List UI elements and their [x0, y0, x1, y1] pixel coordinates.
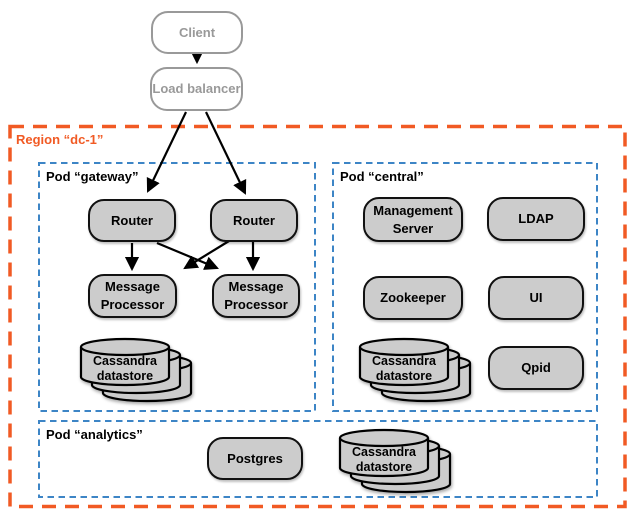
database-cylinder-icon	[358, 337, 472, 403]
management-server-line2: Server	[392, 220, 434, 236]
client-label: Client	[178, 24, 216, 40]
database-cylinder-icon	[79, 337, 193, 403]
cassandra-gateway-line1: Cassandra	[93, 354, 158, 368]
cassandra-analytics-line2: datastore	[356, 460, 412, 474]
ldap-node: LDAP	[487, 197, 585, 241]
arrow-lb-to-router-right	[205, 111, 247, 195]
qpid-label: Qpid	[521, 360, 551, 375]
management-server-line1: Management	[373, 202, 453, 218]
message-processor-left-node: Message Processor	[88, 274, 177, 318]
mp-right-line1: Message	[228, 279, 284, 294]
postgres-node: Postgres	[207, 437, 303, 480]
ui-node: UI	[488, 276, 584, 320]
cassandra-central-line1: Cassandra	[372, 354, 437, 368]
pod-analytics-label: Pod “analytics”	[46, 427, 143, 442]
cassandra-analytics-line1: Cassandra	[352, 445, 417, 459]
ui-label: UI	[529, 290, 543, 305]
arrow-routerR-to-mpL	[183, 240, 230, 270]
qpid-node: Qpid	[488, 346, 584, 390]
load-balancer-label: Load balancer	[152, 81, 241, 96]
database-cylinder-icon	[338, 428, 452, 494]
postgres-label: Postgres	[227, 450, 283, 466]
client-node: Client	[151, 11, 243, 54]
cassandra-datastore-stack-analytics: Cassandra datastore	[338, 428, 452, 494]
arrow-lb-to-router-left	[146, 111, 187, 193]
load-balancer-node: Load balancer	[150, 67, 243, 111]
arrow-routerL-to-mpR	[156, 241, 219, 270]
management-server-node: Management Server	[363, 197, 463, 242]
message-processor-right-node: Message Processor	[212, 274, 300, 318]
region-dc1-label: Region “dc-1”	[16, 132, 104, 147]
cassandra-datastore-stack-gateway: Cassandra datastore	[79, 337, 193, 403]
cassandra-gateway-line2: datastore	[97, 369, 153, 383]
pod-central-label: Pod “central”	[340, 169, 424, 184]
ldap-label: LDAP	[518, 211, 554, 226]
router-right-label: Router	[233, 212, 275, 228]
pod-gateway-label: Pod “gateway”	[46, 169, 139, 184]
mp-left-line2: Processor	[100, 297, 165, 312]
cassandra-datastore-stack-central: Cassandra datastore	[358, 337, 472, 403]
router-right-node: Router	[210, 199, 298, 242]
mp-right-line2: Processor	[224, 297, 288, 312]
cassandra-central-line2: datastore	[376, 369, 432, 383]
router-left-node: Router	[88, 199, 176, 242]
zookeeper-label: Zookeeper	[380, 290, 446, 305]
mp-left-line1: Message	[105, 279, 160, 294]
router-left-label: Router	[111, 212, 153, 228]
zookeeper-node: Zookeeper	[363, 276, 463, 320]
